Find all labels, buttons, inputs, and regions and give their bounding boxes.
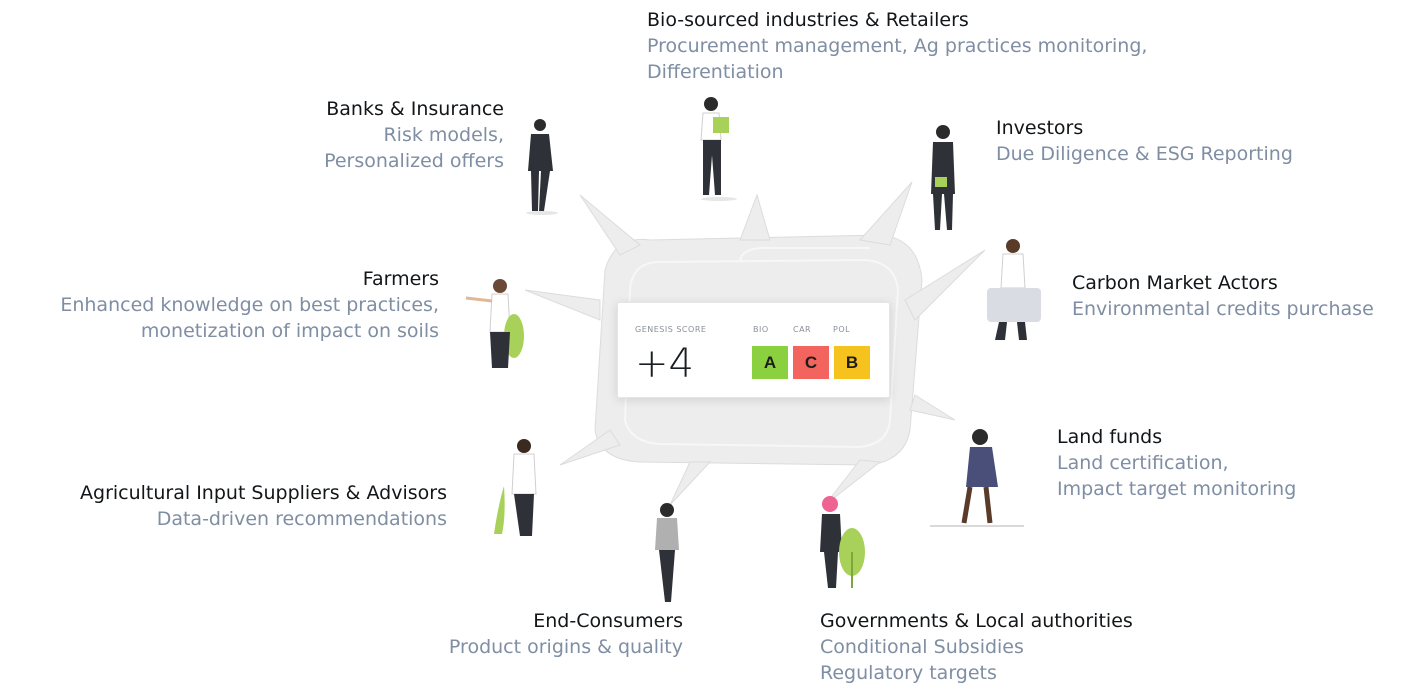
stakeholder-title: End-Consumers: [533, 610, 683, 632]
stakeholder-carbon-market: Carbon Market Actors Environmental credi…: [1072, 270, 1374, 322]
stakeholder-desc: Environmental credits purchase: [1072, 298, 1374, 320]
stakeholder-desc: Enhanced knowledge on best practices,: [60, 294, 439, 316]
farmer-person-icon: [465, 279, 524, 368]
stakeholder-investors: Investors Due Diligence & ESG Reporting: [996, 115, 1293, 167]
stakeholder-title: Agricultural Input Suppliers & Advisors: [80, 482, 447, 504]
stakeholder-title: Land funds: [1057, 426, 1163, 448]
stakeholder-banks: Banks & Insurance Risk models, Personali…: [324, 96, 504, 174]
grade-badge-pol: B: [834, 346, 870, 379]
stakeholder-desc: Regulatory targets: [820, 662, 997, 684]
consumer-person-icon: [655, 503, 679, 602]
stakeholder-desc: Impact target monitoring: [1057, 478, 1297, 500]
stakeholder-end-consumers: End-Consumers Product origins & quality: [449, 608, 683, 660]
stakeholder-desc: Conditional Subsidies: [820, 636, 1024, 658]
stakeholder-bio-sourced: Bio-sourced industries & Retailers Procu…: [647, 7, 1147, 85]
grade-label-bio: BIO: [753, 325, 769, 334]
carbon-market-person-icon: [987, 239, 1041, 340]
investor-person-icon: [931, 125, 955, 230]
stakeholder-desc: Land certification,: [1057, 452, 1229, 474]
stakeholder-title: Farmers: [362, 268, 439, 290]
genesis-score-card: GENESIS SCORE +4 BIO CAR POL A C B: [617, 302, 890, 398]
government-person-icon: [820, 496, 865, 588]
stakeholder-title: Carbon Market Actors: [1072, 272, 1278, 294]
stakeholder-desc: Risk models,: [383, 124, 504, 146]
stakeholder-title: Banks & Insurance: [326, 98, 504, 120]
stakeholder-desc: Personalized offers: [324, 150, 504, 172]
score-caption: GENESIS SCORE: [635, 325, 707, 334]
score-value: +4: [635, 341, 694, 387]
stakeholder-title: Governments & Local authorities: [820, 610, 1133, 632]
grade-badge-bio: A: [752, 346, 788, 379]
advisor-person-icon: [494, 439, 537, 536]
grade-label-car: CAR: [793, 325, 812, 334]
stakeholder-title: Bio-sourced industries & Retailers: [647, 9, 969, 31]
stakeholder-desc: Differentiation: [647, 61, 784, 83]
stakeholder-desc: Procurement management, Ag practices mon…: [647, 35, 1148, 57]
land-funds-person-icon: [930, 429, 1024, 527]
banker-person-icon: [526, 119, 558, 215]
stakeholder-desc: Due Diligence & ESG Reporting: [996, 143, 1293, 165]
grade-badge-car: C: [793, 346, 829, 379]
stakeholder-title: Investors: [996, 117, 1084, 139]
stakeholder-ag-input-suppliers: Agricultural Input Suppliers & Advisors …: [80, 480, 447, 532]
stakeholder-farmers: Farmers Enhanced knowledge on best pract…: [60, 266, 439, 344]
stakeholder-land-funds: Land funds Land certification, Impact ta…: [1057, 424, 1296, 502]
stakeholder-desc: Product origins & quality: [448, 636, 683, 658]
stakeholder-governments: Governments & Local authorities Conditio…: [820, 608, 1133, 686]
stakeholder-desc: monetization of impact on soils: [140, 320, 439, 342]
retailer-person-icon: [700, 97, 737, 201]
grade-label-pol: POL: [833, 325, 851, 334]
stakeholder-desc: Data-driven recommendations: [156, 508, 447, 530]
